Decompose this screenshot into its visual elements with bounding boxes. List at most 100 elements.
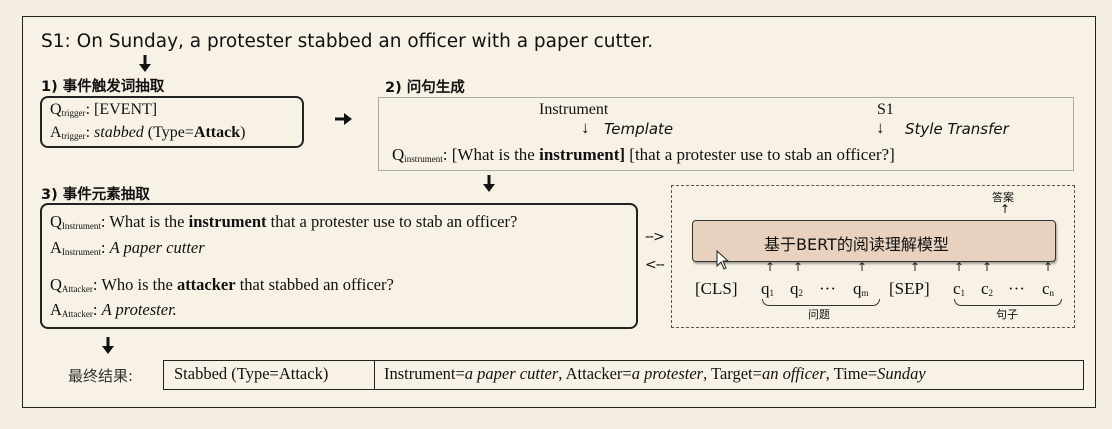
q-letter: Q: [50, 212, 62, 231]
q-letter: q: [761, 279, 770, 298]
q-trigger-line: Qtrigger: [EVENT]: [50, 101, 157, 119]
token-cn: cn: [1042, 279, 1054, 299]
q-instrument-question: QInstrument: What is the instrument that…: [50, 212, 517, 232]
sentence-label: 句子: [996, 308, 1018, 321]
c-letter: c: [981, 279, 989, 298]
q-letter: Q: [50, 101, 62, 118]
instrument-label: Instrument: [539, 101, 609, 118]
q-sub: m: [861, 288, 869, 298]
a-sub: Instrument: [61, 247, 101, 257]
input-arrow-icon: ↑: [954, 260, 965, 274]
q-part2: [that a protester use to stab an officer…: [625, 145, 895, 164]
style-transfer-label: Style Transfer: [905, 120, 1009, 138]
a-trigger-line: Atrigger: stabbed (Type=Attack): [50, 124, 245, 142]
token-dots: ···: [819, 279, 836, 298]
a-letter: A: [50, 238, 62, 257]
q-letter: Q: [50, 275, 62, 294]
q-instrument-line: Qinstrument: [What is the instrument] [t…: [392, 145, 895, 165]
input-arrow-icon: ↑: [1043, 260, 1054, 274]
bert-model-box: [692, 220, 1056, 262]
token-sep: [SEP]: [889, 279, 930, 298]
q-sub: Instrument: [61, 221, 101, 231]
token-dots: ···: [1008, 279, 1025, 298]
result-label: 最终结果:: [68, 367, 134, 385]
q-text-b: that a protester use to stab an officer?: [266, 212, 518, 231]
mouse-cursor-icon: [716, 250, 730, 270]
dashed-arrow-right-icon: -->: [645, 229, 665, 245]
arg-target: , Target=: [703, 364, 762, 383]
q-text-b: that stabbed an officer?: [235, 275, 394, 294]
a-italic: A paper cutter: [109, 238, 205, 257]
sentence-brace: [954, 299, 1062, 306]
a-colon: :: [100, 238, 110, 257]
q-sub: 1: [769, 288, 775, 298]
c-sub: 1: [960, 288, 966, 298]
arg-attacker: , Attacker=: [558, 364, 632, 383]
token-qm: qm: [853, 279, 869, 299]
q-sub: instrument: [404, 154, 443, 164]
step1-title: 1) 事件触发词抽取: [41, 79, 165, 95]
token-cls: [CLS]: [695, 279, 738, 298]
a-letter: A: [50, 124, 62, 141]
a-attacker-answer: AAttacker: A protester.: [50, 300, 177, 320]
diagram-frame: [22, 16, 1096, 408]
argument-extraction-box: [40, 203, 638, 329]
token-c2: c2: [981, 279, 993, 299]
dashed-arrow-left-icon: <--: [645, 257, 665, 273]
q-letter: Q: [392, 145, 405, 164]
q-sub: 2: [798, 288, 804, 298]
q-text-a: : Who is the: [92, 275, 177, 294]
c-letter: c: [953, 279, 961, 298]
q-letter: q: [853, 279, 862, 298]
input-arrow-icon: ↑: [765, 260, 776, 274]
q-bold: instrument]: [539, 145, 626, 164]
arg-time: , Time=: [825, 364, 878, 383]
template-arrow-icon: ↓: [581, 118, 590, 137]
a-sub: Attacker: [61, 309, 93, 319]
a-italic: A protester.: [101, 300, 177, 319]
q-sub: Attacker: [61, 284, 93, 294]
step3-title: 3) 事件元素抽取: [41, 187, 150, 203]
q-attacker-question: QAttacker: Who is the attacker that stab…: [50, 275, 394, 295]
a-letter: A: [50, 300, 62, 319]
bert-module-box: [671, 185, 1075, 328]
template-label: Template: [604, 120, 674, 138]
input-arrow-icon: ↑: [982, 260, 993, 274]
question-brace: [762, 299, 880, 306]
token-q2: q2: [790, 279, 803, 299]
result-event: Stabbed (Type=Attack): [174, 364, 329, 383]
q-text-a: : What is the: [100, 212, 189, 231]
arg-time-value: Sunday: [877, 364, 926, 383]
arg-target-value: an officer: [761, 364, 826, 383]
q-trigger-value: : [EVENT]: [85, 101, 158, 118]
q-part1: : [What is the: [442, 145, 540, 164]
result-arguments: Instrument=a paper cutter, Attacker=a pr…: [384, 364, 926, 384]
answer-arrow-icon: ↑: [1000, 202, 1011, 216]
q-bold: instrument: [188, 212, 267, 231]
arg-instrument: Instrument=: [384, 364, 465, 383]
question-label: 问题: [808, 308, 830, 321]
c-sub: 2: [988, 288, 994, 298]
step2-title: 2) 问句生成: [385, 80, 465, 96]
q-sub: trigger: [61, 108, 86, 118]
a-trigger-type-bold: Attack: [193, 124, 241, 141]
input-arrow-icon: ↑: [857, 260, 868, 274]
arg-instrument-value: a paper cutter: [464, 364, 559, 383]
result-divider: [374, 360, 375, 390]
input-arrow-icon: ↑: [793, 260, 804, 274]
a-sub: trigger: [61, 131, 86, 141]
token-q1: q1: [761, 279, 774, 299]
arrow-down-icon: [102, 337, 114, 354]
s1-label: S1: [877, 101, 894, 118]
a-trigger-end: ): [240, 124, 246, 141]
q-letter: q: [790, 279, 799, 298]
style-arrow-icon: ↓: [876, 118, 885, 137]
arrow-right-icon: [335, 113, 352, 125]
input-arrow-icon: ↑: [910, 260, 921, 274]
a-colon: :: [92, 300, 102, 319]
arrow-down-icon: [483, 175, 495, 192]
colon: :: [85, 124, 95, 141]
token-c1: c1: [953, 279, 965, 299]
result-table: [163, 360, 1084, 390]
answer-label: 答案: [992, 191, 1014, 204]
